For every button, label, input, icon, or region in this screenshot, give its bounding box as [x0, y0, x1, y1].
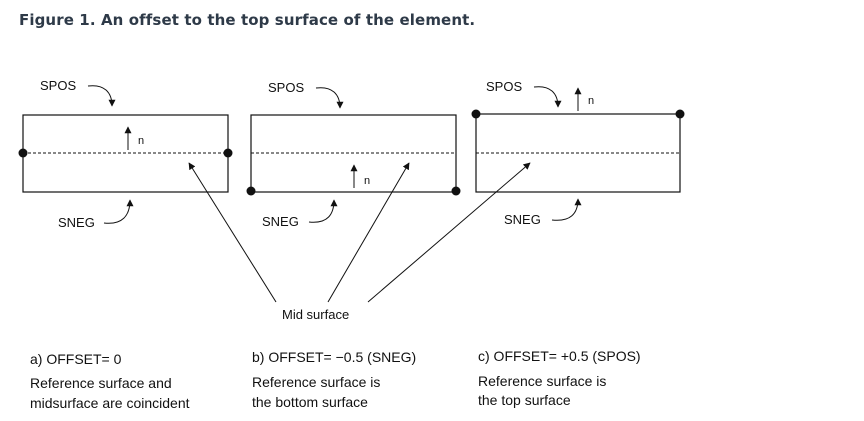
normal-label: n	[588, 95, 594, 107]
spos-label: SPOS	[486, 79, 522, 94]
panel-c: n SPOS SNEG c) OFFSET= +0.5 (SPOS) Refer…	[471, 79, 685, 408]
spos-arrow	[533, 86, 562, 108]
spos-arrow	[315, 87, 344, 109]
sneg-arrow	[103, 199, 134, 224]
reference-node	[675, 109, 685, 119]
panel-caption: b) OFFSET= −0.5 (SNEG)	[252, 349, 416, 365]
spos-label: SPOS	[268, 80, 304, 95]
panel-caption: c) OFFSET= +0.5 (SPOS)	[478, 348, 641, 364]
panel-description-line2: the bottom surface	[252, 394, 368, 410]
figure-title: Figure 1. An offset to the top surface o…	[19, 11, 476, 29]
spos-arrow	[87, 85, 116, 107]
panel-caption: a) OFFSET= 0	[30, 351, 122, 367]
leader-line-b	[327, 162, 410, 303]
panel-a: n SPOS SNEG a) OFFSET= 0 Reference surfa…	[18, 78, 233, 411]
sneg-label: SNEG	[262, 214, 299, 229]
panel-description-line1: Reference surface is	[252, 374, 380, 390]
mid-surface-label: Mid surface	[282, 307, 349, 322]
leader-line-a	[188, 162, 277, 303]
reference-node	[471, 109, 481, 119]
leader-line-c	[367, 162, 531, 303]
normal-label: n	[364, 175, 370, 187]
panel-description-line1: Reference surface and	[30, 375, 172, 391]
reference-node	[451, 186, 461, 196]
mid-surface-callout: Mid surface	[188, 162, 531, 322]
spos-label: SPOS	[40, 78, 76, 93]
reference-node	[18, 148, 28, 158]
normal-label: n	[138, 135, 144, 147]
sneg-arrow	[308, 199, 338, 223]
reference-node	[246, 186, 256, 196]
panel-description-line2: midsurface are coincident	[30, 395, 190, 411]
sneg-label: SNEG	[58, 215, 95, 230]
sneg-arrow	[551, 198, 582, 221]
panel-description-line2: the top surface	[478, 392, 571, 408]
panel-b: n SPOS SNEG b) OFFSET= −0.5 (SNEG) Refer…	[246, 80, 461, 410]
panel-description-line1: Reference surface is	[478, 373, 606, 389]
reference-node	[223, 148, 233, 158]
sneg-label: SNEG	[504, 212, 541, 227]
